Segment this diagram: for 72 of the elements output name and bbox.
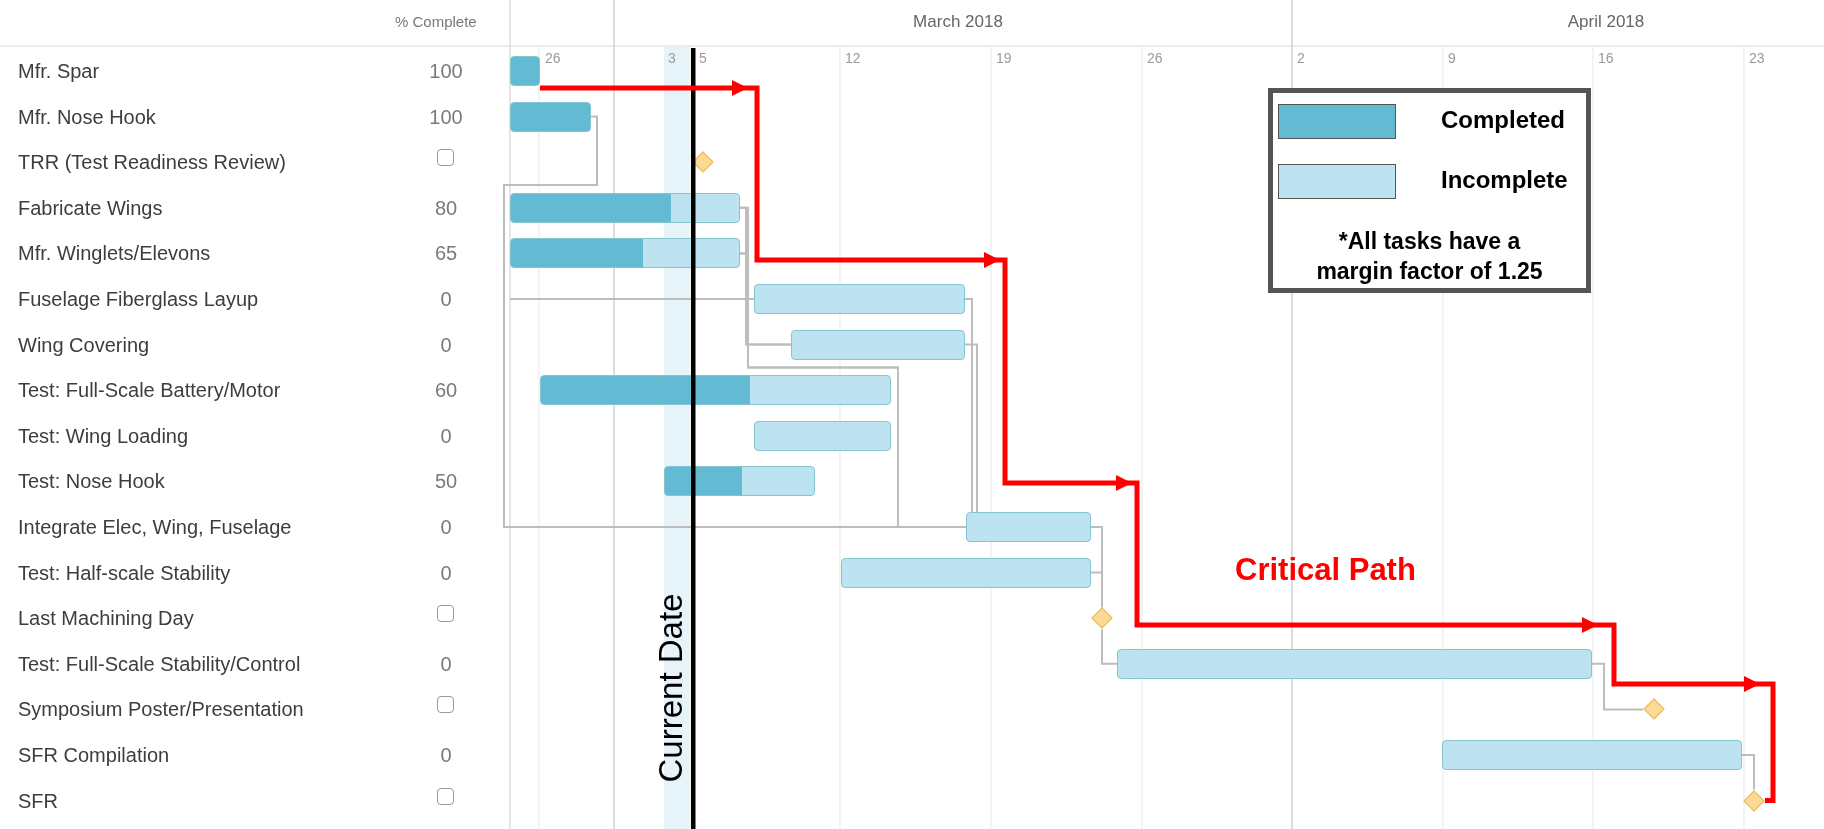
month-label: April 2018 (1567, 12, 1645, 32)
percent-complete: 80 (434, 195, 458, 220)
percent-complete: 60 (434, 378, 458, 403)
percent-complete: 100 (429, 59, 463, 83)
date-tick-label: 26 (545, 50, 561, 66)
task-bar (540, 375, 891, 406)
dependency-line (964, 298, 973, 513)
percent-complete: 0 (440, 560, 452, 585)
task-name: Fuselage Fiberglass Layup (18, 287, 259, 311)
task-name: Test: Wing Loading (18, 423, 189, 448)
task-bar (1117, 648, 1592, 679)
task-name: Mfr. Spar (18, 59, 100, 83)
milestone-diamond (1091, 607, 1113, 630)
dependency-line (964, 343, 978, 513)
date-tick-label: 12 (845, 50, 861, 66)
critical-path-arrow (540, 80, 1776, 804)
date-tick-label: 19 (996, 50, 1012, 66)
percent-complete: 0 (440, 287, 452, 311)
month-label: March 2018 (913, 12, 1003, 32)
task-bar (841, 557, 1091, 588)
task-bar (510, 101, 591, 132)
percent-complete: 0 (440, 423, 452, 448)
percent-complete: 50 (434, 469, 458, 494)
task-bar (510, 238, 740, 269)
critical-path-label: Critical Path (1235, 552, 1416, 588)
date-tick-label: 5 (699, 50, 707, 66)
task-name: Last Machining Day (18, 606, 194, 631)
milestone-diamond (1743, 789, 1765, 812)
task-name: Mfr. Winglets/Elevons (18, 241, 211, 266)
dependency-line (1101, 628, 1118, 665)
current-date-label: Current Date (651, 592, 690, 785)
percent-complete: 0 (440, 651, 452, 676)
task-bar (510, 192, 740, 223)
task-name: Integrate Elec, Wing, Fuselage (18, 515, 292, 539)
percent-complete: 0 (440, 743, 452, 767)
task-name: Test: Full-Scale Battery/Motor (18, 378, 281, 403)
date-tick-label: 16 (1598, 50, 1614, 66)
column-header: % Complete (395, 13, 477, 30)
task-name: Test: Half-scale Stability (18, 560, 231, 585)
task-name: Test: Nose Hook (18, 469, 165, 494)
task-bar (510, 56, 540, 86)
date-tick-label: 23 (1749, 50, 1765, 66)
task-bar (664, 466, 815, 497)
legend-text: Completed (1441, 106, 1565, 134)
task-bar (966, 512, 1091, 542)
task-name: Wing Covering (18, 332, 150, 357)
task-name: SFR Compilation (18, 743, 170, 767)
legend-text: Incomplete (1441, 166, 1568, 194)
task-name: Mfr. Nose Hook (18, 104, 156, 129)
task-name: TRR (Test Readiness Review) (18, 150, 286, 175)
date-tick-label: 2 (1297, 50, 1305, 66)
percent-complete: 100 (429, 104, 463, 129)
milestone-diamond (1643, 698, 1665, 721)
dependency-line (509, 298, 755, 300)
task-name: SFR (18, 788, 58, 813)
dependency-line (1591, 662, 1644, 711)
task-bar (791, 329, 965, 360)
task-bar (754, 284, 965, 314)
date-tick-label: 9 (1448, 50, 1456, 66)
task-bar (1442, 740, 1742, 770)
percent-complete: 65 (434, 241, 458, 266)
dependency-line (1090, 571, 1103, 609)
date-tick-label: 26 (1147, 50, 1163, 66)
task-name: Symposium Poster/Presentation (18, 697, 304, 722)
percent-complete: 0 (440, 332, 452, 357)
percent-complete: 0 (440, 515, 452, 539)
task-bar (754, 420, 891, 451)
task-name: Fabricate Wings (18, 195, 163, 220)
date-tick-label: 3 (668, 50, 676, 66)
note-text: *All tasks have a margin factor of 1.25 (1315, 227, 1544, 286)
task-name: Test: Full-Scale Stability/Control (18, 651, 301, 676)
dependency-line (1741, 754, 1755, 791)
